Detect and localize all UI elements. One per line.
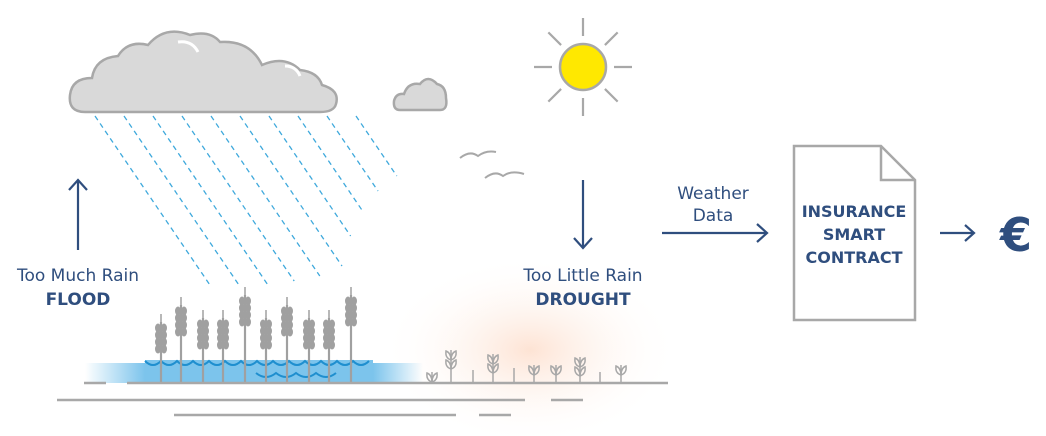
rain-drop-line bbox=[152, 115, 270, 287]
sprout-icon bbox=[528, 364, 540, 383]
weather-data-arrow-icon bbox=[662, 223, 769, 243]
drought-heat-glow bbox=[380, 255, 680, 436]
rain-drop-line bbox=[268, 115, 352, 237]
contract-title-2: SMART bbox=[823, 225, 885, 244]
wheat-stalk-icon bbox=[281, 297, 293, 383]
flooded-wheat-crops bbox=[155, 287, 357, 383]
small-cloud-icon bbox=[392, 77, 448, 112]
rain-cloud-icon bbox=[68, 30, 338, 114]
sprout-icon bbox=[426, 371, 438, 383]
wheat-stalk-icon bbox=[345, 287, 357, 383]
sun-icon bbox=[534, 18, 632, 116]
contract-title-1: INSURANCE bbox=[802, 202, 907, 221]
weather-data-label-2: Data bbox=[693, 206, 734, 226]
dry-sprouts bbox=[426, 349, 627, 383]
flood-label: Too Much Rain bbox=[16, 266, 139, 286]
wheat-stalk-icon bbox=[260, 310, 272, 383]
flood-water bbox=[85, 359, 423, 383]
sprout-icon bbox=[574, 356, 586, 383]
sprout-icon bbox=[445, 349, 457, 383]
payout-arrow-icon bbox=[940, 224, 976, 242]
wheat-stalk-icon bbox=[303, 310, 315, 383]
wheat-stalk-icon bbox=[175, 297, 187, 383]
contract-title-3: CONTRACT bbox=[805, 248, 902, 267]
sun-ray bbox=[547, 88, 562, 103]
rain-drop-line bbox=[326, 115, 379, 192]
rain-drop-line bbox=[123, 115, 241, 287]
weather-data-label: Weather bbox=[677, 184, 749, 204]
euro-payout-icon: € bbox=[999, 208, 1032, 262]
sun-ray bbox=[604, 31, 619, 46]
wheat-stalk-icon bbox=[197, 310, 209, 383]
flood-title: FLOOD bbox=[46, 290, 111, 310]
rain-drops bbox=[94, 115, 398, 287]
sprout-icon bbox=[487, 353, 499, 383]
rain-drop-line bbox=[94, 115, 212, 287]
rain-drop-line bbox=[297, 115, 364, 212]
up-arrow-icon bbox=[68, 178, 88, 250]
sun-ray bbox=[547, 31, 562, 46]
down-arrow-icon bbox=[573, 180, 593, 250]
sun-ray bbox=[604, 88, 619, 103]
wheat-stalk-icon bbox=[155, 314, 167, 383]
wheat-stalk-icon bbox=[323, 310, 335, 383]
birds-icon bbox=[459, 150, 525, 179]
drought-title: DROUGHT bbox=[535, 290, 631, 310]
rain-drop-line bbox=[239, 115, 343, 267]
sprout-icon bbox=[550, 364, 562, 383]
rain-drop-line bbox=[210, 115, 321, 277]
ground-lines bbox=[57, 381, 668, 417]
smart-contract-document-icon bbox=[792, 144, 917, 322]
wheat-stalk-icon bbox=[239, 287, 251, 383]
rain-drop-line bbox=[355, 115, 398, 177]
rain-drop-line bbox=[181, 115, 295, 282]
wheat-stalk-icon bbox=[217, 310, 229, 383]
sprout-icon bbox=[615, 364, 627, 383]
drought-label: Too Little Rain bbox=[522, 266, 642, 286]
